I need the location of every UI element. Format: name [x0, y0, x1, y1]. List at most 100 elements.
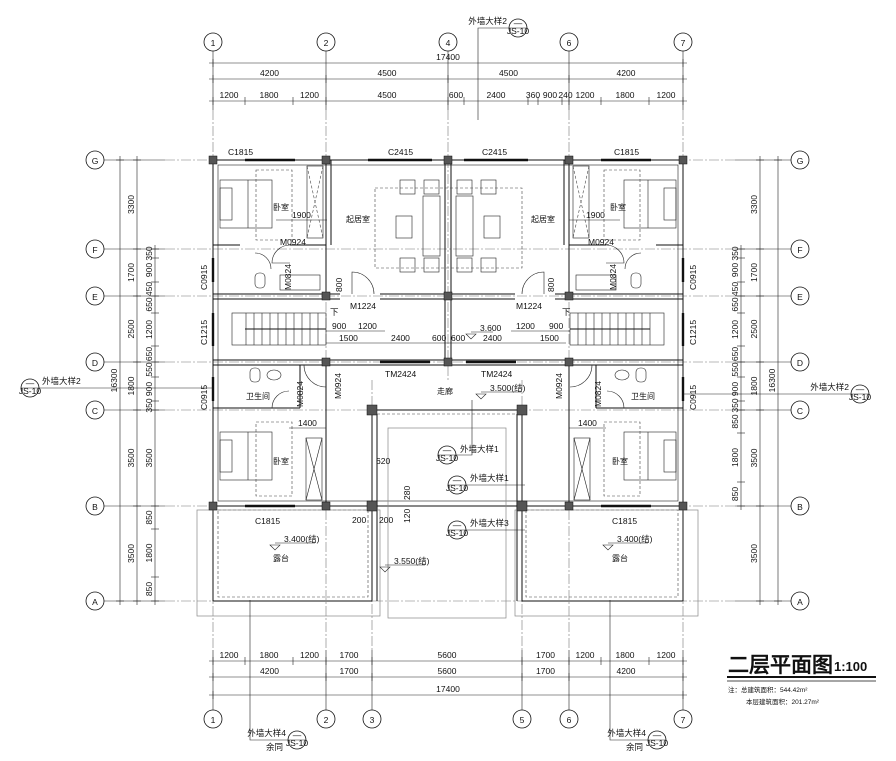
window-label: C1215 [199, 320, 209, 345]
axis-bubble [673, 709, 693, 729]
window-label: C1815 [255, 516, 280, 526]
left-detail-dim-label: 850 [144, 582, 154, 596]
axis-label: G [92, 156, 99, 166]
room-label-bathroom: 卫生间 [246, 391, 270, 401]
elevation-label: 3.600 [480, 323, 502, 333]
door-label: M0924 [554, 373, 564, 399]
callout-sheet: JS-10 [446, 528, 468, 538]
right-span-dim-label: 1700 [749, 263, 759, 282]
callout-number: — [514, 18, 523, 28]
door-label: M0924 [280, 237, 306, 247]
axis-label: A [92, 597, 98, 607]
detail-callout-label: 外墙大样4 [607, 728, 646, 738]
dim-text: 800 [334, 278, 344, 292]
right-detail-dim-label: 900 [730, 263, 740, 277]
stair-down-label: 下 [330, 307, 339, 317]
axis-bubble [85, 239, 105, 259]
dim-text: 1900 [292, 210, 311, 220]
note-total-area: 注：总建筑面积：544.42m² [728, 685, 808, 694]
top-span-dim-label: 4200 [260, 68, 279, 78]
door-label: TM2424 [385, 369, 416, 379]
top-detail-dim-label: 1200 [576, 90, 595, 100]
left-span-dim-label: 3500 [126, 448, 136, 467]
right-detail-dim-label: 550 [730, 362, 740, 376]
right-detail-dim-label: 650 [730, 297, 740, 311]
left-detail-dim-label: 3500 [144, 448, 154, 467]
left-detail-dim-label: 900 [144, 263, 154, 277]
detail-callout-label: 外墙大样1 [470, 473, 509, 483]
left-detail-dim-label: 1200 [144, 320, 154, 339]
axis-label: 2 [324, 715, 329, 725]
windows-labels: C1815 C2415 C2415 C1815 C1815 C1815 C091… [199, 147, 698, 526]
axis-bubble [790, 286, 810, 306]
elevation-label: 3.400(结) [617, 534, 653, 544]
top-detail-dim-label: 360 [526, 90, 540, 100]
window-label: C0915 [688, 265, 698, 290]
axis-label: 3 [370, 715, 375, 725]
axis-label: C [797, 406, 803, 416]
right-detail-dim-label: 350 [730, 246, 740, 260]
window-label: C0915 [199, 265, 209, 290]
door-label: M0924 [588, 237, 614, 247]
axis-bubble [85, 496, 105, 516]
note-floor-area: 本层建筑面积：201.27m² [746, 697, 820, 706]
dim-text: 600 [432, 333, 446, 343]
room-label-living: 起居室 [346, 214, 370, 224]
dim-text: 1400 [578, 418, 597, 428]
callout-number: — [443, 445, 452, 455]
dim-text: 800 [546, 278, 556, 292]
axis-label: 1 [211, 715, 216, 725]
top-detail-dim-label: 1200 [300, 90, 319, 100]
axis-bubble [362, 709, 382, 729]
bottom-detail-dim-label: 1200 [576, 650, 595, 660]
callout-number: — [453, 520, 462, 530]
axis-bubble [85, 352, 105, 372]
room-label-bedroom: 卧室 [273, 202, 289, 212]
left-span-dim-label: 2500 [126, 319, 136, 338]
dim-text: 1200 [358, 321, 377, 331]
right-total-dim-label: 16300 [767, 368, 777, 392]
window-label: C0915 [199, 385, 209, 410]
right-detail-dim-label: 1800 [730, 448, 740, 467]
door-label: TM2424 [481, 369, 512, 379]
bottom-detail-dim-label: 1200 [300, 650, 319, 660]
door-swings [254, 244, 642, 409]
top-detail-dim-label: 1200 [657, 90, 676, 100]
bottom-span-dim-label: 1700 [536, 666, 555, 676]
axis-bubble [559, 32, 579, 52]
elevation-label: 3.500(结) [490, 383, 526, 393]
dim-text: 2400 [483, 333, 502, 343]
room-label-terrace: 露台 [612, 553, 628, 563]
axis-label: E [92, 292, 98, 302]
detail-callout-label: 外墙大样4 [247, 728, 286, 738]
axis-bubble [85, 150, 105, 170]
left-detail-dim-label: 550 [144, 362, 154, 376]
axis-bubble [790, 239, 810, 259]
dim-text: 600 [451, 333, 465, 343]
bottom-detail-dim-label: 1800 [616, 650, 635, 660]
callout-sheet: JS-10 [849, 392, 871, 402]
axis-bubble [512, 709, 532, 729]
right-span-dim-label: 3500 [749, 544, 759, 563]
axis-bubble [316, 709, 336, 729]
dim-text: 1200 [516, 321, 535, 331]
room-label-living: 起居室 [531, 214, 555, 224]
axis-label: 7 [681, 38, 686, 48]
window-label: C1815 [614, 147, 639, 157]
right-span-dim-label: 2500 [749, 319, 759, 338]
axis-bubble [790, 352, 810, 372]
axis-label: 4 [446, 38, 451, 48]
left-total-dim-label: 16300 [109, 368, 119, 392]
dim-text: 1900 [586, 210, 605, 220]
furniture [219, 165, 677, 501]
callout-sheet: JS-10 [646, 738, 668, 748]
axis-label: 5 [520, 715, 525, 725]
top-detail-dim-label: 600 [449, 90, 463, 100]
dim-text: 900 [332, 321, 346, 331]
detail-callouts: —JS-10外墙大样2—JS-10外墙大样2—JS-10外墙大样2—JS-10外… [19, 16, 871, 752]
detail-callout-label: 外墙大样2 [42, 376, 81, 386]
axis-label: 1 [211, 38, 216, 48]
callout-sheet: JS-10 [286, 738, 308, 748]
